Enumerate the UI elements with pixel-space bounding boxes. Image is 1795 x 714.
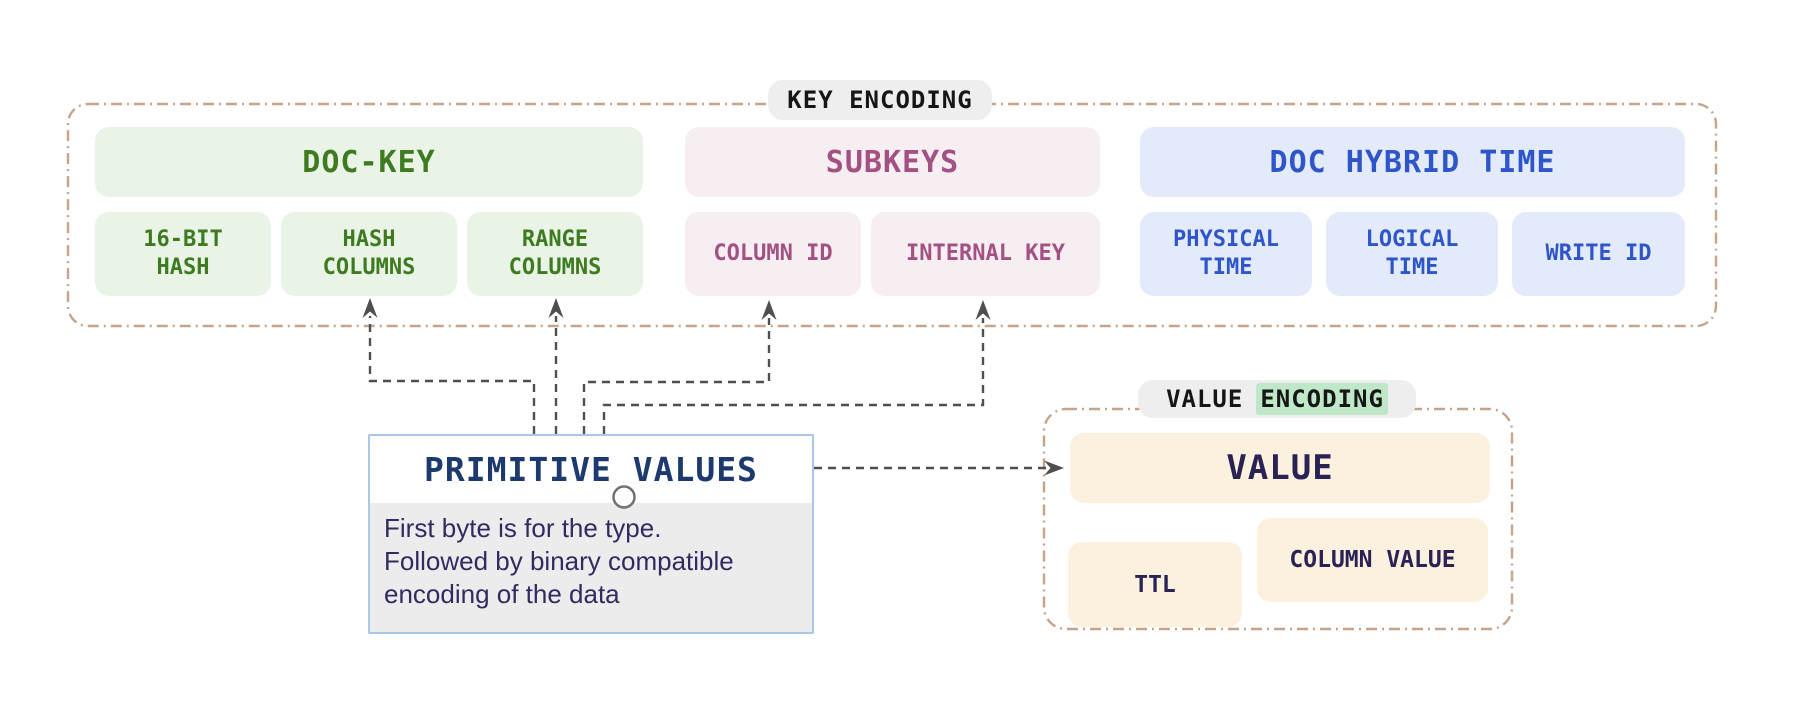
- value-encoding-badge: VALUE ENCODING: [1138, 380, 1416, 418]
- column-id-box: COLUMN ID: [685, 212, 861, 296]
- arrowhead-column-id-icon: [761, 300, 777, 320]
- doc-hybrid-time-header: DOC HYBRID TIME: [1140, 127, 1685, 197]
- doc-key-title: DOC-KEY: [302, 144, 436, 180]
- range-columns-label: RANGE COLUMNS: [508, 227, 602, 280]
- hash-columns-label: HASH COLUMNS: [322, 227, 416, 280]
- primitive-values-description: First byte is for the type. Followed by …: [370, 503, 812, 632]
- physical-time-label: PHYSICAL TIME: [1173, 227, 1279, 280]
- arrowhead-internal-key-icon: [975, 300, 991, 320]
- column-id-label: COLUMN ID: [713, 241, 833, 266]
- connector-to-column-id: [582, 318, 771, 434]
- value-label: VALUE: [1226, 448, 1334, 488]
- doc-hybrid-time-title: DOC HYBRID TIME: [1269, 144, 1556, 180]
- logical-time-box: LOGICAL TIME: [1326, 212, 1498, 296]
- column-value-box: COLUMN VALUE: [1257, 518, 1488, 602]
- connector-to-hash-columns: [368, 316, 536, 434]
- write-id-label: WRITE ID: [1545, 241, 1652, 266]
- range-columns-box: RANGE COLUMNS: [467, 212, 643, 296]
- connector-to-internal-key: [602, 318, 985, 434]
- subkeys-header: SUBKEYS: [685, 127, 1100, 197]
- subkeys-title: SUBKEYS: [825, 144, 960, 180]
- column-value-label: COLUMN VALUE: [1289, 547, 1456, 573]
- internal-key-label: INTERNAL KEY: [906, 241, 1065, 266]
- value-encoding-badge-prefix: VALUE: [1166, 385, 1244, 413]
- value-box: VALUE: [1070, 433, 1490, 503]
- primitive-values-box: PRIMITIVE VALUES First byte is for the t…: [368, 434, 814, 634]
- primitive-values-title: PRIMITIVE VALUES: [424, 450, 758, 489]
- arrowhead-value-icon: [1044, 460, 1064, 476]
- hash-columns-box: HASH COLUMNS: [281, 212, 457, 296]
- write-id-box: WRITE ID: [1512, 212, 1685, 296]
- sixteen-bit-hash-label: 16-BIT HASH: [143, 227, 223, 280]
- arrowhead-hash-columns-icon: [362, 298, 378, 318]
- sixteen-bit-hash-box: 16-BIT HASH: [95, 212, 271, 296]
- ttl-box: TTL: [1068, 542, 1242, 627]
- ttl-label: TTL: [1134, 571, 1176, 598]
- doc-key-header: DOC-KEY: [95, 127, 643, 197]
- key-encoding-badge: KEY ENCODING: [768, 80, 992, 120]
- key-encoding-badge-label: KEY ENCODING: [787, 86, 973, 114]
- value-encoding-badge-highlight: ENCODING: [1256, 383, 1388, 415]
- physical-time-box: PHYSICAL TIME: [1140, 212, 1312, 296]
- arrowhead-range-columns-icon: [548, 298, 564, 318]
- logical-time-label: LOGICAL TIME: [1365, 227, 1459, 280]
- internal-key-box: INTERNAL KEY: [871, 212, 1100, 296]
